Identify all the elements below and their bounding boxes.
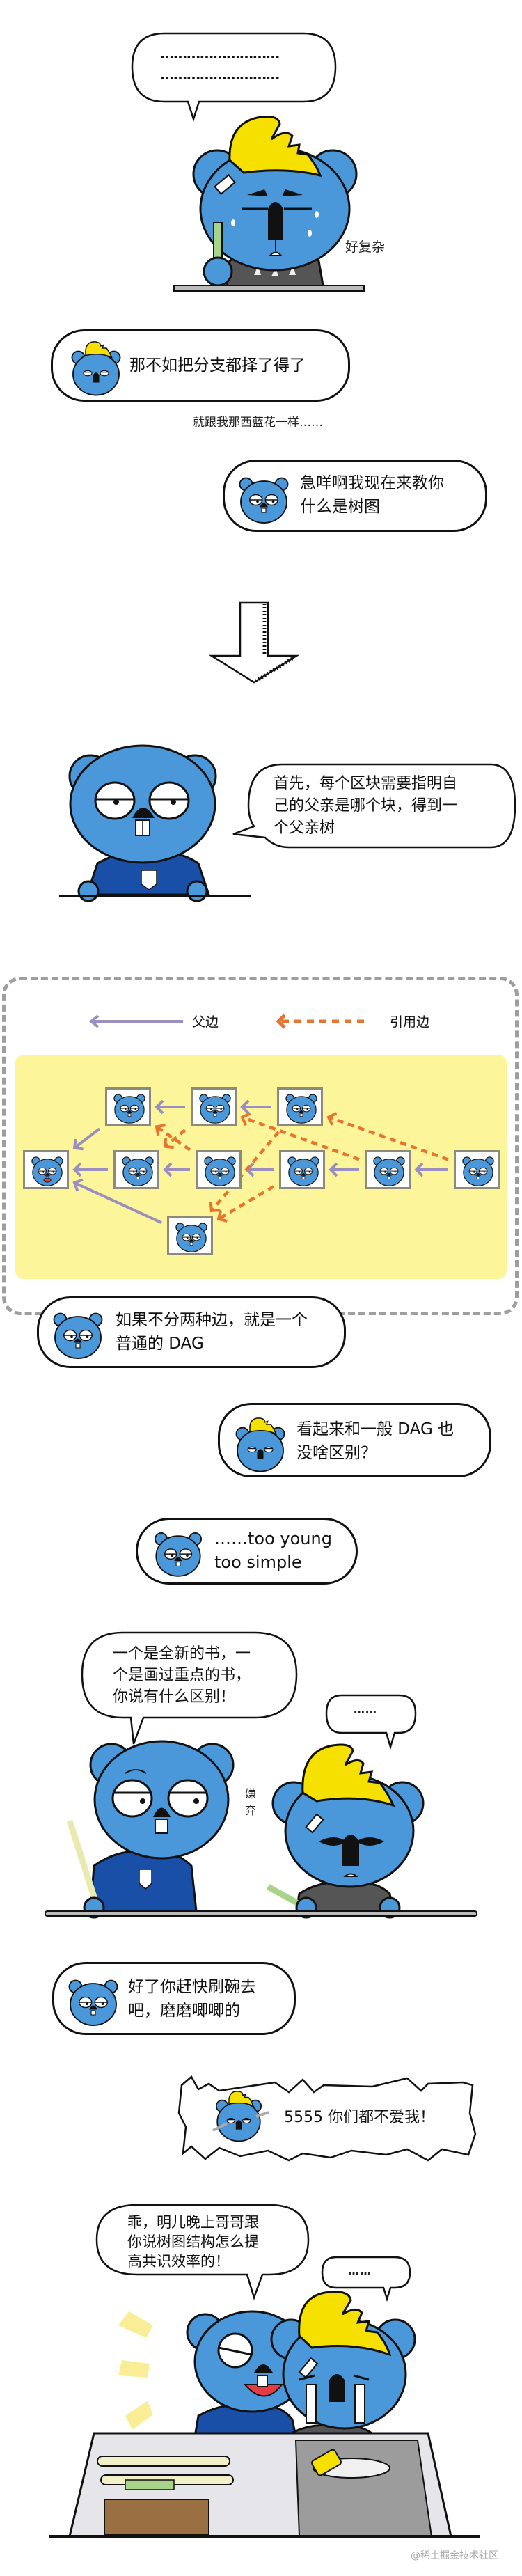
- speech-bubble: [232, 763, 516, 849]
- reference-edge-label: 引用边: [390, 1014, 430, 1030]
- parent-edge: [163, 1162, 190, 1177]
- bubble-text-line: 一个是全新的书，一: [113, 1645, 251, 1663]
- reference-edge: [216, 1185, 275, 1223]
- dishwashing-bears-illustration: [49, 2291, 480, 2538]
- crying-bear-avatar-icon: [212, 2090, 269, 2142]
- block-node: [23, 1150, 69, 1189]
- reference-edge: [155, 1124, 191, 1152]
- speech-bubble: [95, 2204, 310, 2300]
- watermark: @稀土掘金技术社区: [411, 2550, 498, 2561]
- calm-bear-avatar-icon: [53, 1312, 103, 1359]
- speech-bubble: [321, 2256, 411, 2302]
- bubble-text-line: 你说树图结构怎么提: [127, 2233, 259, 2250]
- speech-bubble: 急咩啊我现在来教你 什么是树图: [223, 460, 487, 532]
- parent-edge-legend-icon: [88, 1014, 183, 1028]
- speech-bubble: 那不如把分支都择了得了: [51, 329, 350, 402]
- parent-edge: [245, 1162, 274, 1177]
- reference-edge: [163, 1129, 187, 1149]
- block-node: [454, 1150, 500, 1189]
- block-node: [113, 1150, 159, 1189]
- speech-bubble: 看起来和一般 DAG 也 没啥区别？: [218, 1403, 491, 1477]
- gopher-icon: [285, 1094, 317, 1124]
- angry-gopher-icon: [31, 1156, 63, 1186]
- bubble-text-line: 看起来和一般 DAG 也: [296, 1420, 454, 1438]
- parent-edge-label: 父边: [192, 1014, 219, 1030]
- block-node: [167, 1216, 213, 1255]
- parent-edge: [72, 1127, 101, 1151]
- gopher-icon: [204, 1156, 236, 1186]
- parent-edge: [414, 1162, 448, 1177]
- reference-edge: [240, 1112, 360, 1161]
- diagram-canvas: [15, 1055, 507, 1279]
- thought-bubble-text: ……………………… ………………………: [160, 45, 280, 83]
- bubble-text-line: 己的父亲是哪个块，得到一: [274, 797, 458, 815]
- bubble-text-line: ……too young: [214, 1529, 332, 1548]
- speech-bubble: [325, 1694, 417, 1750]
- shout-text: 5555 你们都不爱我！: [284, 2109, 435, 2126]
- thought-bubble: [131, 32, 337, 123]
- grumpy-bear-illustration: [173, 116, 365, 292]
- gopher-icon: [175, 1223, 207, 1252]
- block-node: [277, 1087, 323, 1126]
- bubble-text: 那不如把分支都择了得了: [129, 356, 306, 375]
- gopher-icon: [287, 1156, 319, 1186]
- speech-bubble: 如果不分两种边，就是一个 普通的 DAG: [37, 1296, 346, 1368]
- bubble-text-line: 个父亲树: [274, 819, 335, 837]
- bubble-text-line: 个是画过重点的书，: [113, 1667, 251, 1684]
- reply-text: ……: [354, 1702, 377, 1715]
- bubble-text-line: 吧，磨磨唧唧的: [128, 2002, 240, 2020]
- speech-bubble: [81, 1631, 298, 1745]
- gopher-icon: [462, 1156, 494, 1186]
- bubble-text-line: too simple: [214, 1553, 302, 1572]
- gopher-icon: [199, 1094, 231, 1124]
- calm-bear-avatar-icon: [68, 1979, 118, 2026]
- reference-edge-legend-icon: [276, 1014, 365, 1029]
- bubble-text-line: 什么是树图: [300, 498, 380, 516]
- reply-text: ……: [348, 2264, 372, 2277]
- bubble-text-line: 首先，每个区块需要指明自: [274, 775, 458, 792]
- bubble-text-line: 普通的 DAG: [116, 1335, 204, 1353]
- grumpy-bear-avatar-icon: [235, 1417, 285, 1472]
- bubble-text-line: 如果不分两种边，就是一个: [116, 1311, 308, 1329]
- parent-edge: [72, 1178, 162, 1225]
- speech-bubble: ……too young too simple: [136, 1518, 358, 1585]
- side-caption: 好复杂: [345, 239, 386, 255]
- gopher-icon: [113, 1094, 145, 1124]
- parent-edge: [240, 1099, 271, 1115]
- reference-edge: [326, 1112, 449, 1161]
- calm-bear-avatar-icon: [154, 1532, 203, 1577]
- two-bears-illustration: [45, 1740, 477, 1919]
- bubble-text-line: 乖，明儿晚上哥哥跟: [127, 2214, 259, 2231]
- parent-edge: [72, 1162, 108, 1177]
- down-arrow-icon: [208, 601, 300, 684]
- bubble-text-line: 你说有什么区别！: [113, 1688, 236, 1706]
- calm-bear-illustration: [59, 744, 251, 902]
- reference-edge: [209, 1131, 280, 1213]
- side-caption: 嫌 弃: [245, 1787, 257, 1817]
- parent-edge: [155, 1099, 185, 1115]
- parent-edge: [329, 1162, 359, 1177]
- block-node: [279, 1150, 325, 1189]
- bubble-text-line: 高共识效率的！: [127, 2253, 230, 2270]
- jagged-shout-bubble: [177, 2075, 477, 2162]
- block-node: [196, 1150, 242, 1189]
- block-node: [191, 1087, 237, 1126]
- aside-caption: 就跟我那西蓝花一样……: [193, 416, 323, 430]
- gopher-icon: [122, 1156, 154, 1186]
- block-node: [365, 1150, 411, 1189]
- block-node: [105, 1087, 151, 1126]
- speech-bubble: 好了你赶快刷碗去 吧，磨磨唧唧的: [52, 1962, 296, 2035]
- bubble-text-line: 急咩啊我现在来教你: [300, 474, 444, 492]
- bubble-text-line: 没啥区别？: [296, 1444, 377, 1462]
- bubble-text-line: 好了你赶快刷碗去: [128, 1978, 256, 1996]
- gopher-icon: [373, 1156, 405, 1186]
